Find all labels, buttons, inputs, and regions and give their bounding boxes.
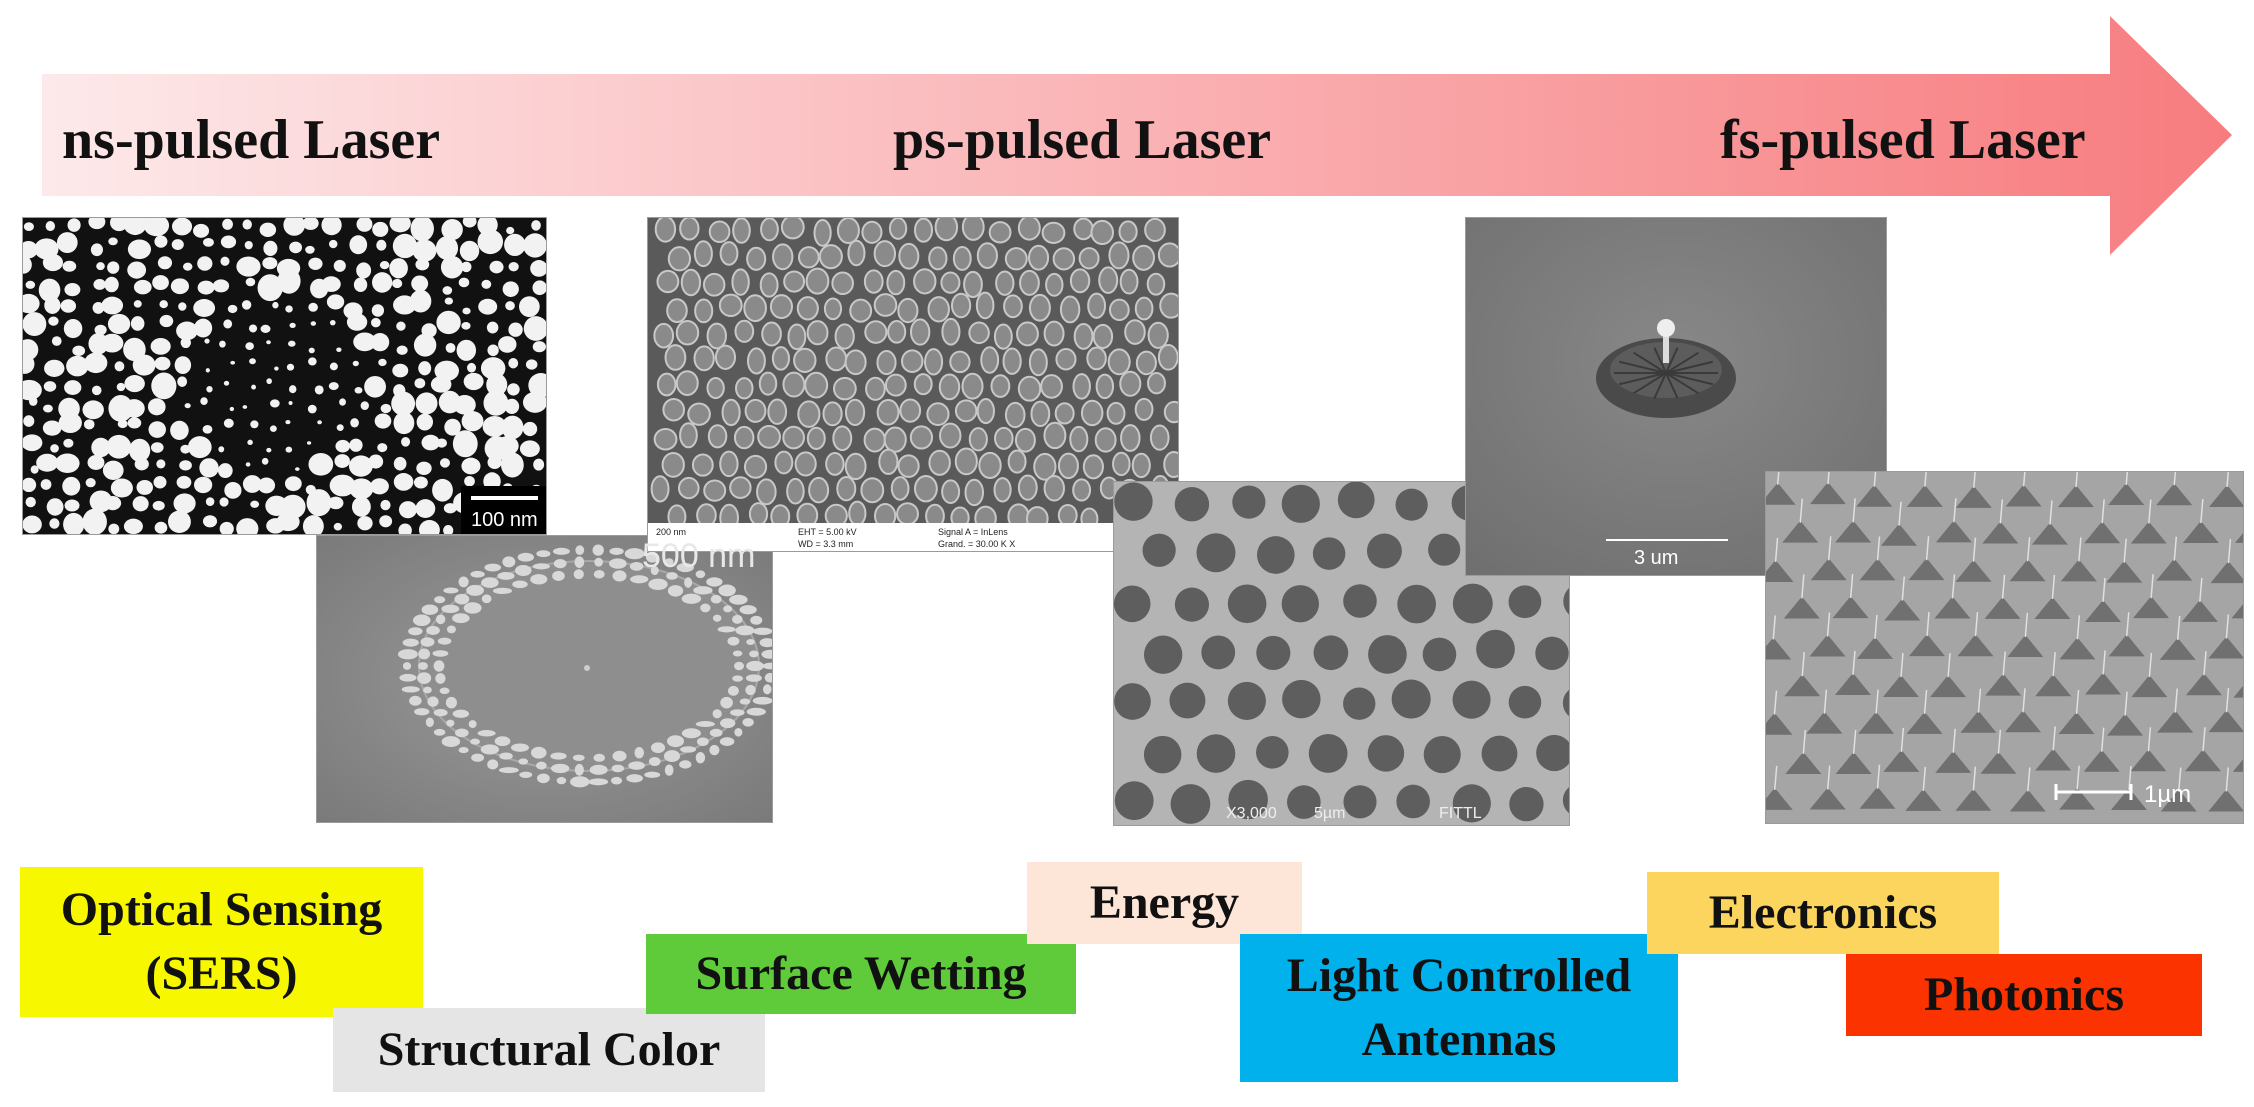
svg-text:X3,000: X3,000 [1226,805,1277,822]
energy-label: Energy [1089,876,1240,929]
structural-color-label: Structural Color [377,1023,721,1076]
ring-pattern-sem-image [316,535,773,823]
nanoparticles-sem-image: 100 nm [22,217,547,535]
ripple-sem-image: 200 nm EHT = 5.00 kV Signal A = InLens W… [647,217,1179,552]
svg-text:FITTL: FITTL [1439,805,1482,822]
svg-text:Grand. = 30.00 K X: Grand. = 30.00 K X [938,539,1015,549]
light-controlled-label: Light Controlled [1286,949,1632,1002]
spikes-scale-label: 1µm [2144,781,2191,808]
svg-text:WD = 3.3 mm: WD = 3.3 mm [798,539,853,549]
optical-sensing-label: Optical Sensing [60,883,383,936]
antennas-label: Antennas [1361,1013,1557,1066]
arrow-shape [42,16,2232,255]
ns-laser-label: ns-pulsed Laser [62,109,441,171]
svg-text:EHT = 5.00 kV: EHT = 5.00 kV [798,527,857,537]
electronics-box: Electronics [1647,872,1999,954]
sers-label: (SERS) [145,947,298,1000]
svg-text:Signal A = InLens: Signal A = InLens [938,527,1008,537]
optical-sensing-box: Optical Sensing (SERS) [20,867,423,1017]
photonics-label: Photonics [1923,968,2124,1021]
ripple-scale-label: 500 nm [642,537,756,575]
surface-wetting-box: Surface Wetting [646,934,1076,1014]
electronics-label: Electronics [1708,886,1938,939]
svg-text:200 nm: 200 nm [656,527,686,537]
energy-box: Energy [1027,862,1302,944]
bump-scale-label: 3 um [1634,547,1678,569]
ps-laser-label: ps-pulsed Laser [893,109,1272,171]
surface-wetting-label: Surface Wetting [695,947,1027,1000]
spike-array-sem-image: 1µm [1765,471,2244,824]
timeline-arrow [42,16,2232,255]
nanoparticles-scale-label: 100 nm [471,509,538,531]
structural-color-box: Structural Color [333,1008,765,1092]
light-controlled-antennas-box: Light Controlled Antennas [1240,934,1678,1082]
fs-laser-label: fs-pulsed Laser [1720,109,2086,171]
svg-text:5µm: 5µm [1314,805,1345,822]
photonics-box: Photonics [1846,954,2202,1036]
